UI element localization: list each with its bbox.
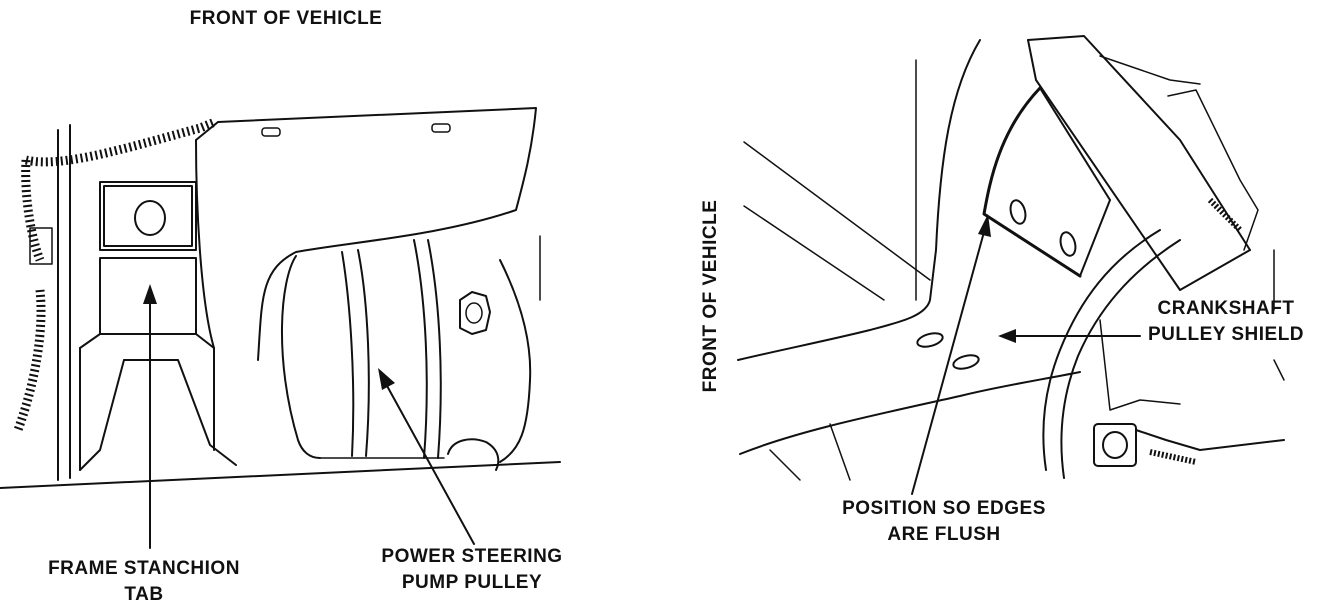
left-shield-plate (195, 107, 537, 361)
shield-label-line1: CRANKSHAFT (1158, 298, 1295, 319)
frame-stanchion-arrow (143, 284, 157, 549)
left-figure: FRONT OF VEHICLE (0, 8, 562, 605)
crankshaft-pulley-shield (916, 86, 1181, 479)
pump-pulley-label-line2: PUMP PULLEY (402, 572, 542, 593)
flush-edges-arrow (911, 214, 991, 495)
right-figure-side-title: FRONT OF VEHICLE (700, 200, 721, 393)
pump-pulley-label-line1: POWER STEERING (381, 546, 562, 567)
wiring-harness (13, 117, 217, 432)
frame-rails (0, 124, 561, 489)
left-figure-title: FRONT OF VEHICLE (190, 8, 383, 29)
right-background-lines (737, 39, 1081, 481)
shield-label-line2: PULLEY SHIELD (1148, 324, 1304, 345)
right-figure: FRONT OF VEHICLE (700, 35, 1304, 545)
engine-casing (447, 235, 541, 471)
flush-label-line2: ARE FLUSH (887, 524, 1000, 545)
flush-label-line1: POSITION SO EDGES (842, 498, 1046, 519)
hex-nut (459, 291, 491, 335)
frame-stanchion-label-line1: FRAME STANCHION (48, 558, 240, 579)
bolt-bracket (1093, 249, 1285, 467)
frame-stanchion-label-line2: TAB (124, 584, 163, 605)
frame-stanchion-bracket (79, 181, 237, 471)
upper-frame-member (1027, 35, 1259, 291)
shield-arrow (998, 329, 1141, 343)
pump-pulley-arrow (378, 368, 475, 545)
pump-pulley (281, 239, 445, 459)
